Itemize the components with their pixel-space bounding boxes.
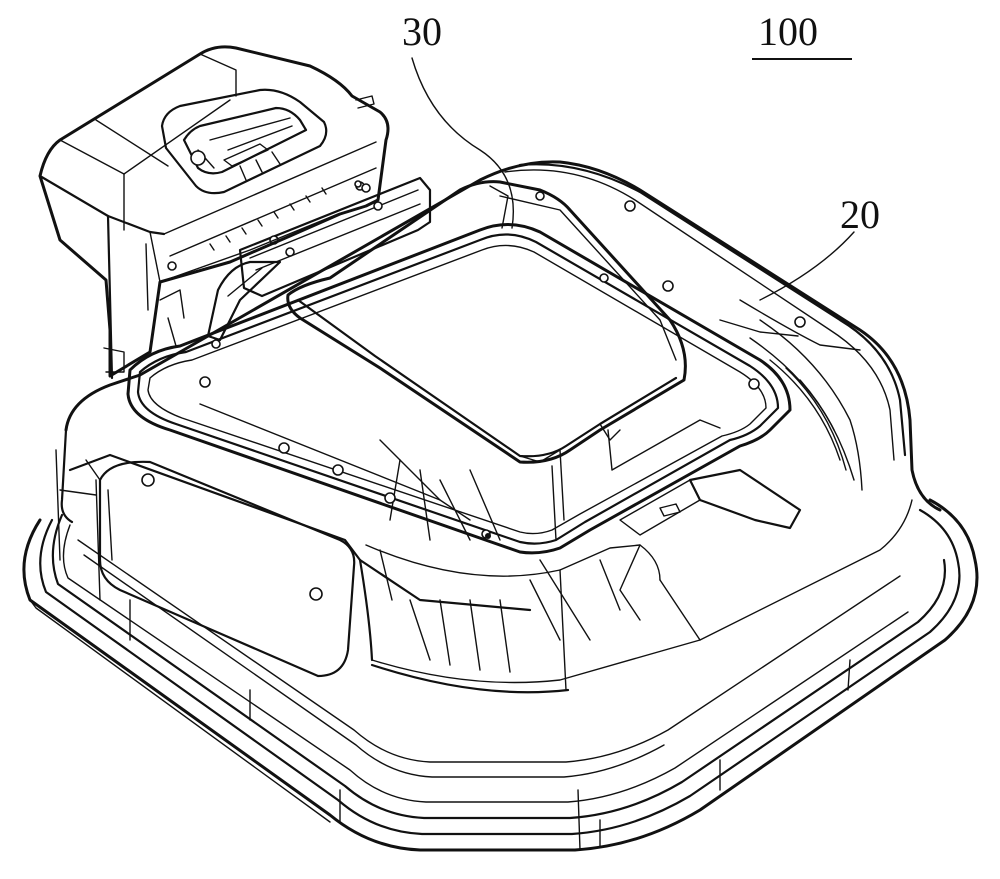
reference-label-assembly: 100 [758, 12, 818, 52]
base-skirt [24, 500, 977, 850]
reference-label-body: 20 [840, 195, 880, 235]
leader-lines [412, 58, 854, 300]
cover-frame [128, 192, 790, 553]
reference-label-cover: 30 [402, 12, 442, 52]
main-body-shell [56, 162, 940, 692]
assembly-label-underline [752, 58, 852, 60]
